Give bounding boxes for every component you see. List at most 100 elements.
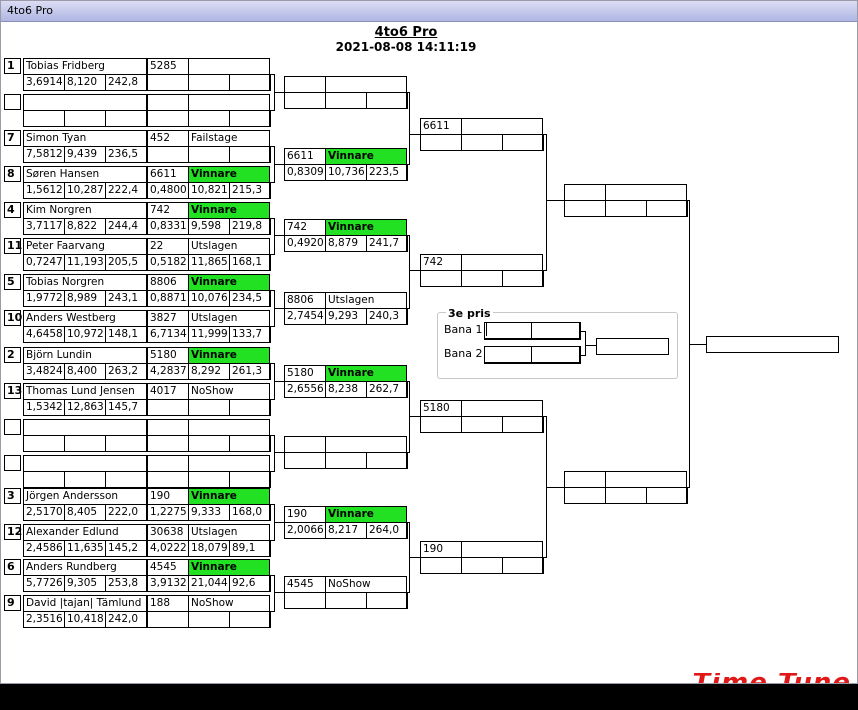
round2-entry-cell[interactable]: 215,3 [230,183,271,199]
racer-entry-cell[interactable]: 8,989 [65,291,106,307]
round2-entry-cell[interactable]: 0,5182 [148,255,189,271]
round2-entry-cell[interactable]: Utslagen [189,525,270,541]
round3-entry-cell[interactable] [285,77,326,93]
round2-entry-cell[interactable]: Vinnare [189,167,270,183]
racer-entry-cell[interactable]: 242,8 [106,75,147,91]
round2-entry-cell[interactable]: 452 [148,131,189,147]
round2-entry-cell[interactable]: 9,333 [189,505,230,521]
round3-entry-cell[interactable] [285,437,326,453]
round3-entry-cell[interactable] [326,93,367,109]
round2-entry-cell[interactable]: 5180 [148,348,189,364]
round2-entry-cell[interactable]: Failstage [189,131,270,147]
racer-entry-cell[interactable]: 0,7247 [24,255,65,271]
round2-entry-cell[interactable] [230,612,271,628]
round2-entry-cell[interactable]: 4,2837 [148,364,189,380]
semifinal-entry-cell[interactable] [565,185,606,201]
round3-entry-cell[interactable]: 742 [285,220,326,236]
round2-entry-cell[interactable]: 4545 [148,560,189,576]
round2-entry-cell[interactable] [230,472,271,488]
round2-entry-cell[interactable] [189,59,270,75]
round4-entry-cell[interactable]: 5180 [421,401,462,417]
round4-entry-cell[interactable] [462,542,543,558]
round2-entry-cell[interactable] [148,75,189,91]
round4-entry-cell[interactable] [421,135,462,151]
round3-entry-cell[interactable]: 240,3 [367,309,408,325]
round3-entry-cell[interactable]: 5180 [285,366,326,382]
racer-entry-cell[interactable]: Tobias Norgren [24,275,147,291]
racer-entry-cell[interactable] [24,95,147,111]
round4-entry-cell[interactable] [462,255,543,271]
racer-entry-cell[interactable]: David |tajan| Tämlund [24,596,147,612]
round2-entry-cell[interactable]: 8,292 [189,364,230,380]
racer-entry-cell[interactable]: 8,822 [65,219,106,235]
round3-entry-cell[interactable]: 0,8309 [285,165,326,181]
round3-entry-cell[interactable]: 8,217 [326,523,367,539]
round3-entry-cell[interactable]: 264,0 [367,523,408,539]
racer-entry-cell[interactable]: 243,1 [106,291,147,307]
racer-entry-cell[interactable]: Søren Hansen [24,167,147,183]
round2-entry-cell[interactable] [189,436,230,452]
round2-entry-cell[interactable] [189,400,230,416]
racer-entry-cell[interactable]: 242,0 [106,612,147,628]
round3-entry-cell[interactable] [326,437,407,453]
round2-entry-cell[interactable] [189,472,230,488]
round4-entry-cell[interactable] [462,119,543,135]
semifinal-entry-cell[interactable] [606,185,687,201]
round3-entry-cell[interactable] [367,593,408,609]
round2-entry-cell[interactable]: Utslagen [189,239,270,255]
racer-entry-cell[interactable] [65,472,106,488]
round2-entry-cell[interactable]: 21,044 [189,576,230,592]
racer-entry-cell[interactable]: 4,6458 [24,327,65,343]
racer-entry-cell[interactable]: Simon Tyan [24,131,147,147]
round3-entry-cell[interactable]: Vinnare [326,220,407,236]
round2-entry-cell[interactable]: 742 [148,203,189,219]
round2-entry-cell[interactable] [189,147,230,163]
round4-entry-cell[interactable] [503,417,544,433]
round2-entry-cell[interactable]: 234,5 [230,291,271,307]
round3-entry-cell[interactable] [326,593,367,609]
round3-entry-cell[interactable] [367,453,408,469]
racer-entry-cell[interactable]: 222,0 [106,505,147,521]
racer-entry-cell[interactable]: 3,4824 [24,364,65,380]
round4-entry-cell[interactable] [421,558,462,574]
round3-entry-cell[interactable]: 9,293 [326,309,367,325]
round2-entry-cell[interactable]: NoShow [189,596,270,612]
round2-entry-cell[interactable]: 89,1 [230,541,271,557]
round3-entry-cell[interactable]: 2,6556 [285,382,326,398]
round3-entry-cell[interactable]: Vinnare [326,507,407,523]
racer-entry-cell[interactable]: 2,3516 [24,612,65,628]
round4-entry-cell[interactable] [462,271,503,287]
round2-entry-cell[interactable] [230,75,271,91]
round2-entry-cell[interactable]: Vinnare [189,560,270,576]
round2-entry-cell[interactable]: Vinnare [189,489,270,505]
racer-entry-cell[interactable]: Thomas Lund Jensen [24,384,147,400]
round3-entry-cell[interactable] [326,77,407,93]
round2-entry-cell[interactable] [148,420,189,436]
round2-entry-cell[interactable]: 0,8331 [148,219,189,235]
racer-entry-cell[interactable]: 11,635 [65,541,106,557]
lane2-time-b[interactable] [532,347,580,363]
racer-entry-cell[interactable]: 1,9772 [24,291,65,307]
round2-entry-cell[interactable]: Vinnare [189,203,270,219]
round2-entry-cell[interactable]: 3,9132 [148,576,189,592]
racer-entry-cell[interactable]: 222,4 [106,183,147,199]
round3-entry-cell[interactable]: Vinnare [326,149,407,165]
round4-entry-cell[interactable] [503,558,544,574]
racer-entry-cell[interactable] [65,111,106,127]
round3-entry-cell[interactable]: 190 [285,507,326,523]
racer-entry-cell[interactable]: Anders Rundberg [24,560,147,576]
round2-entry-cell[interactable]: 261,3 [230,364,271,380]
round2-entry-cell[interactable]: 4,0222 [148,541,189,557]
semifinal-entry-cell[interactable] [606,201,647,217]
semifinal-entry-cell[interactable] [565,472,606,488]
round3-entry-cell[interactable]: 6611 [285,149,326,165]
racer-entry-cell[interactable]: 148,1 [106,327,147,343]
racer-entry-cell[interactable]: 2,5170 [24,505,65,521]
round2-entry-cell[interactable]: NoShow [189,384,270,400]
round2-entry-cell[interactable]: 9,598 [189,219,230,235]
racer-entry-cell[interactable] [24,436,65,452]
round4-entry-cell[interactable]: 6611 [421,119,462,135]
racer-entry-cell[interactable] [24,420,147,436]
round3-entry-cell[interactable] [367,93,408,109]
round4-entry-cell[interactable] [503,271,544,287]
